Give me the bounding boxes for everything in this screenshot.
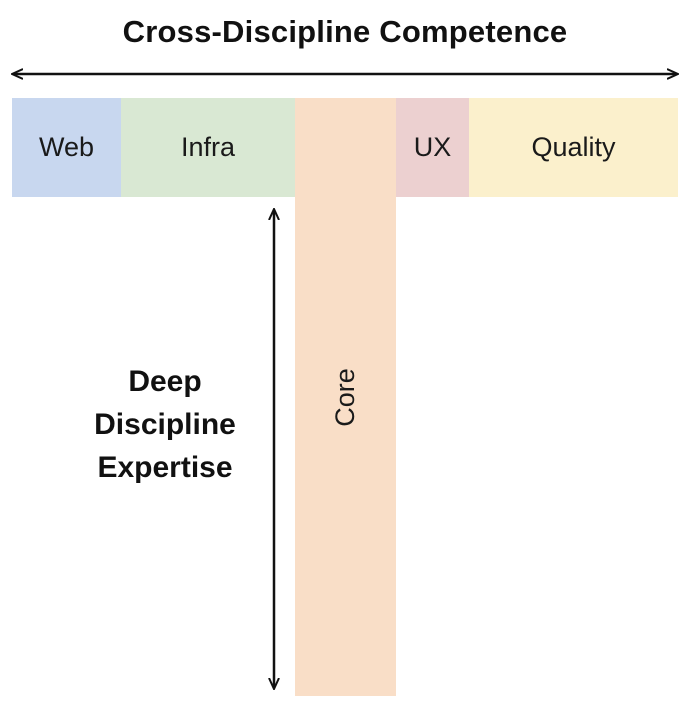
depth-label: Deep Discipline Expertise xyxy=(70,360,260,489)
depth-label-line3: Expertise xyxy=(97,451,233,484)
block-ux-label: UX xyxy=(413,132,452,162)
block-quality-label: Quality xyxy=(531,132,616,162)
depth-label-line1: Deep xyxy=(128,365,202,398)
diagram-title: Cross-Discipline Competence xyxy=(122,14,568,49)
block-web-label: Web xyxy=(38,132,95,162)
block-quality: Quality xyxy=(469,98,678,197)
block-infra: Infra xyxy=(121,98,295,197)
block-core-label: Core xyxy=(330,367,360,427)
block-ux: UX xyxy=(396,98,469,197)
block-core: Core xyxy=(295,98,396,696)
depth-label-line2: Discipline xyxy=(94,408,236,441)
block-web: Web xyxy=(12,98,121,197)
block-infra-label: Infra xyxy=(180,132,236,162)
